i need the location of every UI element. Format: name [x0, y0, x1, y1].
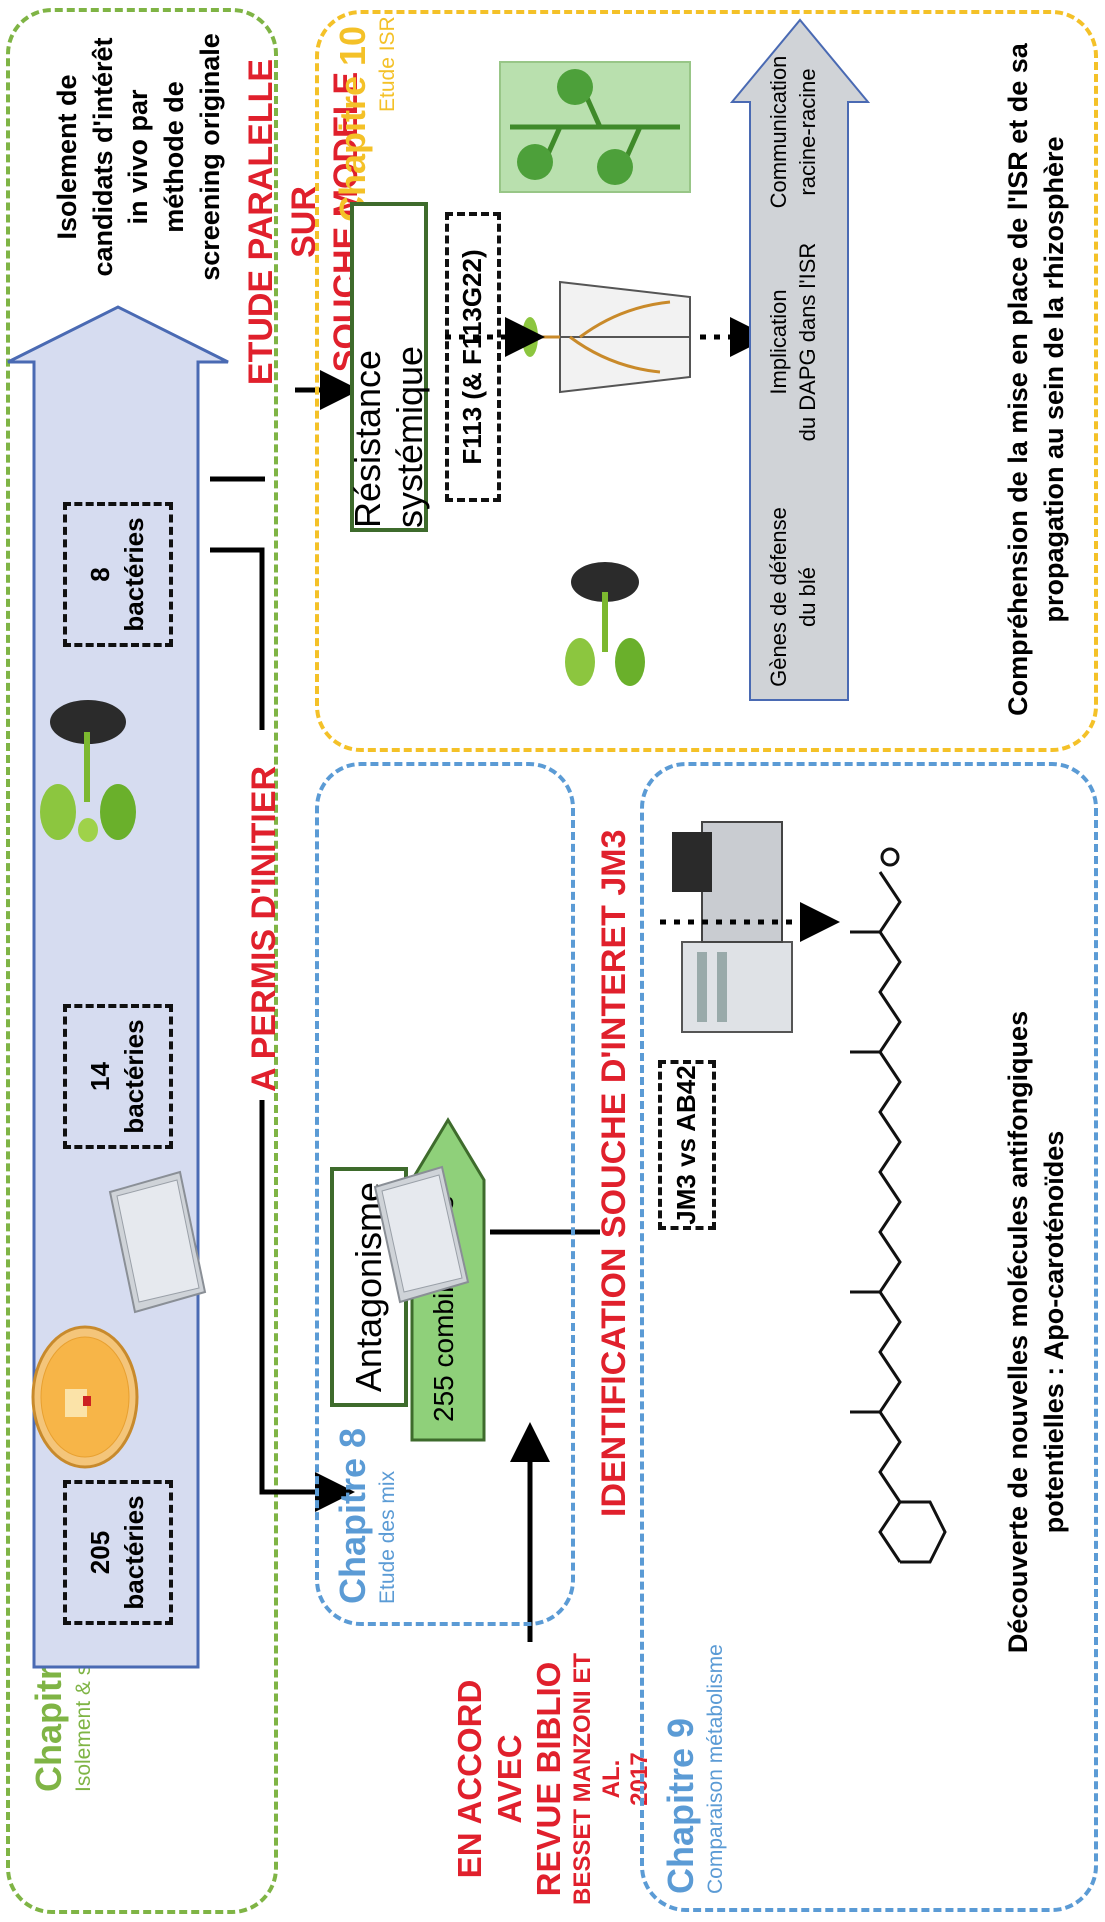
chapter10-conclusion: Compréhension de la mise en place de l'I… — [1003, 43, 1070, 716]
mass-spectrometer-icon — [672, 821, 793, 1033]
tomato-plants-greenhouse-icon — [499, 61, 691, 193]
carotenoid-molecule-icon — [850, 847, 947, 1564]
petri-dish-icon — [31, 1325, 139, 1469]
isr-step-dapg: Implication du DAPG dans l'ISR — [766, 242, 820, 442]
isr-steps-arrow — [730, 18, 871, 701]
isr-step-root-communication: Communication racine-racine — [766, 55, 820, 209]
screening-arrow — [7, 305, 229, 1669]
isr-step-wheat-defense: Gènes de défense du blé — [766, 507, 820, 687]
microplate-icon — [373, 1165, 470, 1304]
microplate-icon — [108, 1170, 207, 1314]
seedling-icon — [40, 700, 136, 842]
seedling-icon — [565, 562, 645, 686]
